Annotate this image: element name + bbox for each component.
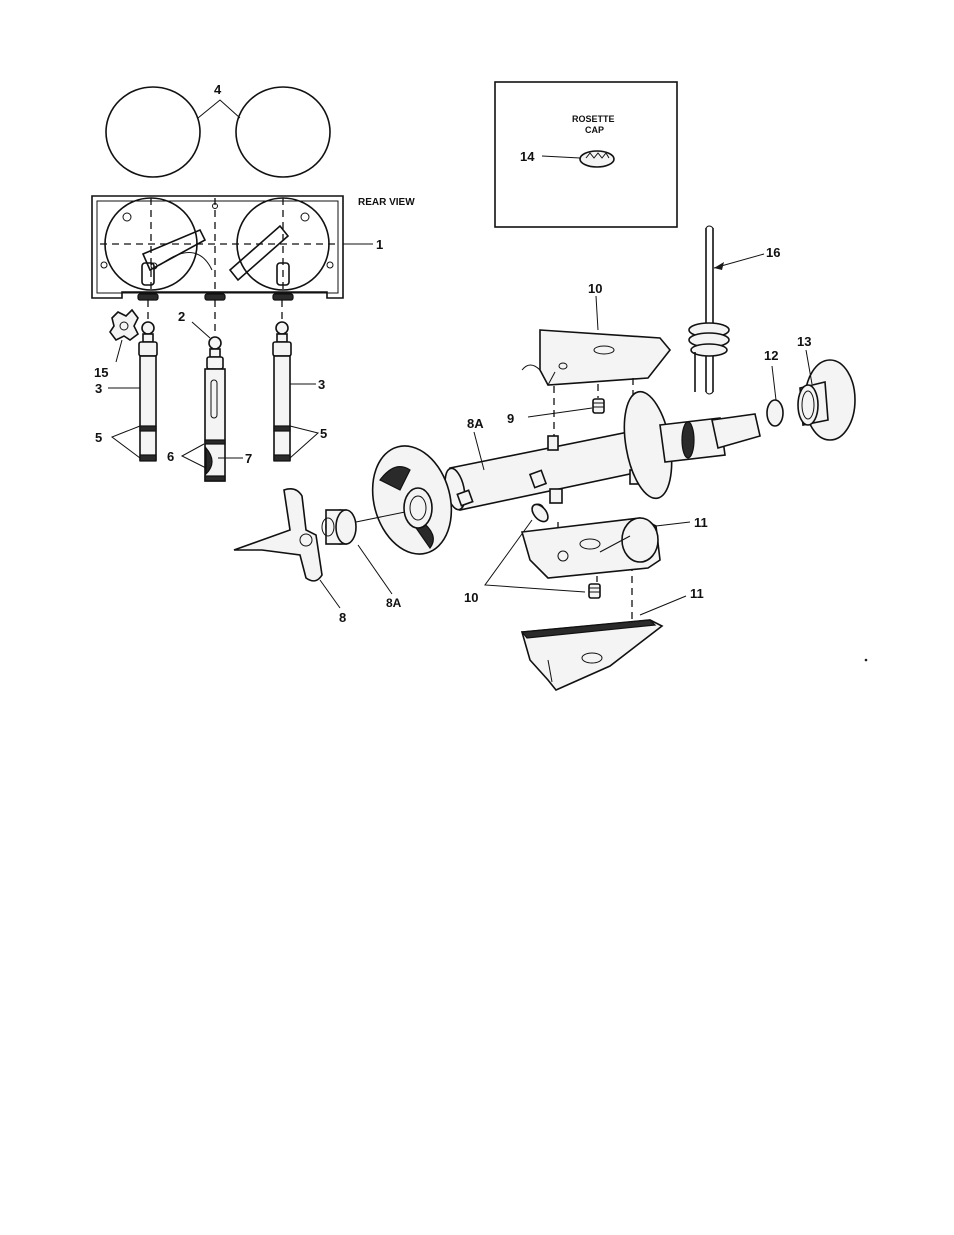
- paddle-disc: [371, 445, 453, 555]
- leader-5-left: [110, 425, 141, 459]
- callout-5-left: 5: [95, 430, 102, 445]
- rear-view-label: REAR VIEW: [358, 197, 415, 208]
- leader-8a: [357, 544, 393, 595]
- callout-11-bottom: 11: [690, 586, 704, 601]
- callout-5-right: 5: [320, 426, 327, 441]
- valve-stem-left: [138, 321, 158, 462]
- callout-4: 4: [214, 82, 222, 97]
- leader-11-bottom: [639, 595, 687, 616]
- rosette-cap: [579, 150, 615, 168]
- shaft-end: [659, 413, 761, 463]
- callout-7: 7: [245, 451, 252, 466]
- cover-bottom: [520, 619, 664, 691]
- callout-9: 8A: [467, 416, 484, 431]
- rear-housing: [91, 195, 344, 301]
- leader-9: [473, 431, 485, 471]
- callout-11-top: 10: [588, 281, 602, 296]
- leader-12: [771, 365, 777, 401]
- callout-15: 15: [94, 365, 108, 380]
- leader-6: [180, 443, 207, 469]
- callout-14: 14: [520, 149, 535, 164]
- callout-10-bottom: 10: [464, 590, 478, 605]
- set-screw-middle: [531, 503, 549, 523]
- speck: [864, 658, 868, 662]
- callout-16: 16: [766, 245, 780, 260]
- rosette-label-line2: CAP: [585, 125, 604, 135]
- star-knob: [109, 308, 140, 342]
- leader-5-right: [289, 425, 320, 459]
- leader-10-bottom: [484, 519, 586, 593]
- leader-11-top: [595, 295, 599, 331]
- set-screw-top: [592, 398, 605, 414]
- leader-4: [197, 99, 241, 119]
- leader-8: [319, 579, 341, 609]
- set-screw-bottom: [588, 583, 601, 599]
- leader-11-middle: [655, 521, 691, 527]
- bushing: [321, 509, 357, 545]
- callout-3-right: 3: [318, 377, 325, 392]
- end-cap: [797, 359, 856, 441]
- callout-3-left: 3: [95, 381, 102, 396]
- cover-top: [521, 329, 672, 386]
- rosette-label-line1: ROSETTE: [572, 114, 615, 124]
- leader-13: [805, 349, 813, 385]
- callout-8: 8: [339, 610, 346, 625]
- callout-6: 6: [167, 449, 174, 464]
- callout-1: 1: [376, 237, 383, 252]
- callout-2: 2: [178, 309, 185, 324]
- leader-10-top: [527, 407, 593, 418]
- callout-8a: 8A: [386, 596, 402, 610]
- callout-13: 13: [797, 334, 811, 349]
- valve-stem-center: [204, 336, 226, 482]
- t-handle: [233, 488, 323, 582]
- cover-middle: [520, 517, 661, 579]
- valve-stem-right: [272, 321, 292, 462]
- rosette-cap-inset: ROSETTE CAP 14: [494, 81, 678, 228]
- washer: [766, 399, 784, 427]
- dip-tube: [688, 225, 730, 395]
- callout-10-top: 9: [507, 411, 514, 426]
- leader-2: [191, 321, 211, 339]
- o-ring-pair: [105, 86, 331, 178]
- axis-line: [355, 511, 406, 523]
- callout-12: 12: [764, 348, 778, 363]
- callout-11-middle: 11: [694, 515, 708, 530]
